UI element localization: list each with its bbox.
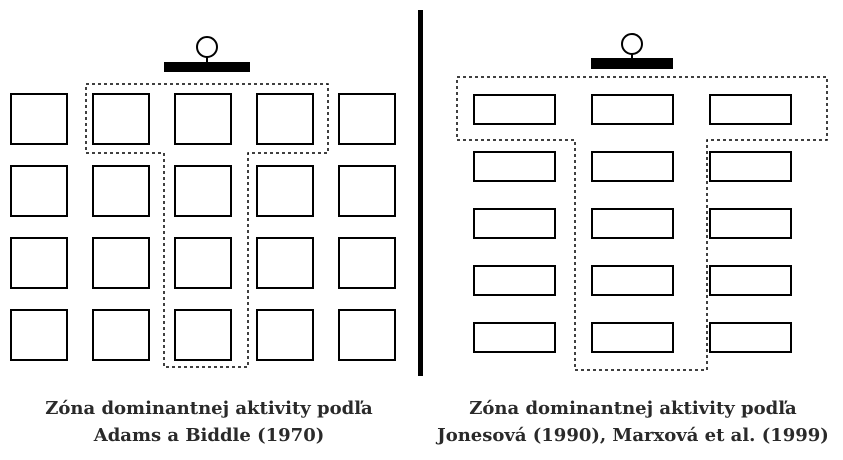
student-desk: [473, 208, 556, 239]
student-desk: [10, 237, 68, 289]
right-panel: Zóna dominantnej aktivity podľa Jonesová…: [423, 0, 843, 460]
student-desk: [256, 237, 314, 289]
student-desk: [92, 93, 150, 145]
student-desk: [473, 265, 556, 296]
student-desk: [92, 165, 150, 217]
student-desk: [709, 265, 792, 296]
student-desk: [174, 165, 232, 217]
teacher-desk-icon: [591, 33, 673, 69]
left-classroom-diagram: [10, 36, 396, 368]
left-panel: Zóna dominantnej aktivity podľa Adams a …: [0, 0, 418, 460]
student-desk: [92, 237, 150, 289]
student-desk: [338, 237, 396, 289]
panel-divider: [418, 10, 423, 376]
student-desk: [591, 94, 674, 125]
student-desk: [174, 237, 232, 289]
right-caption: Zóna dominantnej aktivity podľa Jonesová…: [423, 395, 843, 449]
student-desk: [338, 309, 396, 361]
student-desk: [709, 322, 792, 353]
student-desk: [338, 93, 396, 145]
student-desk: [591, 322, 674, 353]
right-caption-line1: Zóna dominantnej aktivity podľa: [469, 398, 797, 419]
left-caption-line2: Adams a Biddle (1970): [93, 425, 325, 446]
student-desk: [256, 165, 314, 217]
student-desk: [473, 94, 556, 125]
student-desk: [473, 322, 556, 353]
teacher-desk-icon: [164, 36, 250, 72]
student-desk: [709, 151, 792, 182]
student-desk: [256, 309, 314, 361]
left-caption: Zóna dominantnej aktivity podľa Adams a …: [0, 395, 418, 449]
student-desk: [174, 93, 232, 145]
student-desk: [591, 208, 674, 239]
student-desk: [473, 151, 556, 182]
left-caption-line1: Zóna dominantnej aktivity podľa: [45, 398, 373, 419]
student-desks: [10, 93, 396, 361]
student-desk: [92, 309, 150, 361]
student-desks: [473, 94, 792, 353]
student-desk: [10, 93, 68, 145]
dominant-activity-zone: [456, 76, 828, 371]
student-desk: [174, 309, 232, 361]
student-desk: [591, 151, 674, 182]
student-desk: [709, 94, 792, 125]
right-caption-line2: Jonesová (1990), Marxová et al. (1999): [437, 425, 829, 446]
right-classroom-diagram: [456, 33, 828, 371]
student-desk: [10, 309, 68, 361]
dominant-activity-zone: [85, 83, 329, 368]
student-desk: [591, 265, 674, 296]
student-desk: [709, 208, 792, 239]
student-desk: [338, 165, 396, 217]
student-desk: [10, 165, 68, 217]
student-desk: [256, 93, 314, 145]
